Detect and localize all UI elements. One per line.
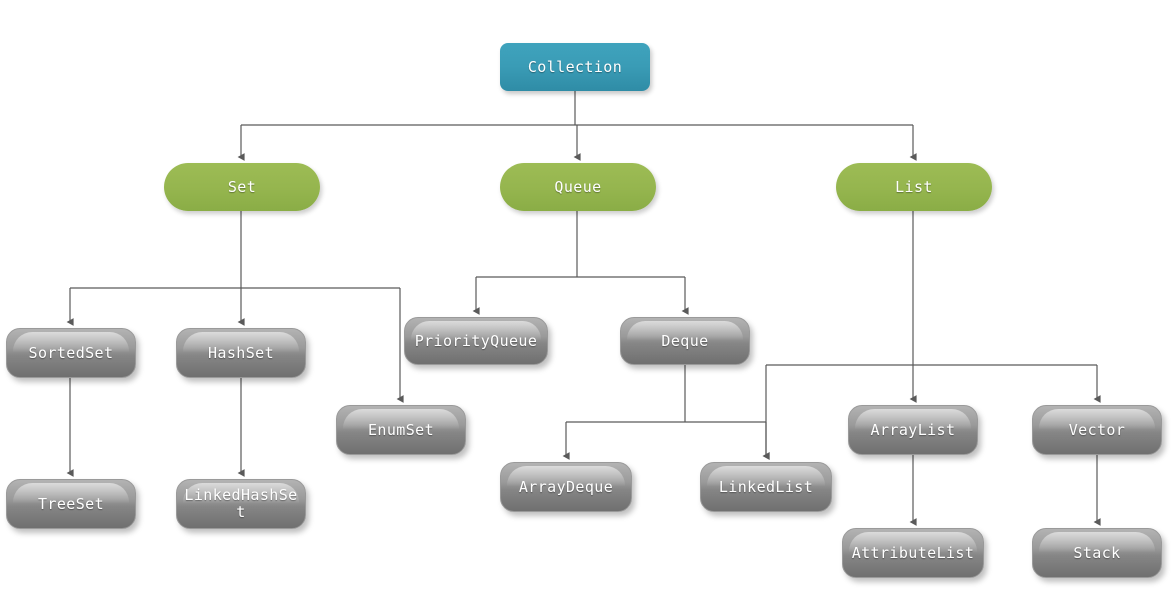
node-label-stack: Stack xyxy=(1073,543,1121,562)
node-label-priorityqueue: PriorityQueue xyxy=(414,331,538,350)
node-hashset[interactable]: HashSet xyxy=(176,328,306,378)
node-label-collection: Collection xyxy=(527,57,623,76)
node-list[interactable]: List xyxy=(836,163,992,211)
node-label-arraylist: ArrayList xyxy=(870,420,956,439)
node-sortedset[interactable]: SortedSet xyxy=(6,328,136,378)
node-priorityqueue[interactable]: PriorityQueue xyxy=(404,317,548,365)
node-vector[interactable]: Vector xyxy=(1032,405,1162,455)
node-label-list: List xyxy=(895,177,933,196)
node-attributelist[interactable]: AttributeList xyxy=(842,528,984,578)
node-treeset[interactable]: TreeSet xyxy=(6,479,136,529)
node-arraylist[interactable]: ArrayList xyxy=(848,405,978,455)
node-enumset[interactable]: EnumSet xyxy=(336,405,466,455)
node-label-sortedset: SortedSet xyxy=(28,343,114,362)
node-label-vector: Vector xyxy=(1068,420,1126,439)
node-linkedhashset[interactable]: LinkedHashSet xyxy=(176,479,306,529)
node-label-linkedlist: LinkedList xyxy=(718,477,814,496)
node-label-hashset: HashSet xyxy=(207,343,274,362)
node-label-attributelist: AttributeList xyxy=(851,543,975,562)
node-deque[interactable]: Deque xyxy=(620,317,750,365)
node-label-queue: Queue xyxy=(554,177,602,196)
node-label-set: Set xyxy=(227,177,257,196)
node-label-enumset: EnumSet xyxy=(367,420,434,439)
node-label-treeset: TreeSet xyxy=(37,494,104,513)
node-label-arraydeque: ArrayDeque xyxy=(518,477,614,496)
node-collection[interactable]: Collection xyxy=(500,43,650,91)
node-set[interactable]: Set xyxy=(164,163,320,211)
connector-paths xyxy=(66,91,1101,526)
node-linkedlist[interactable]: LinkedList xyxy=(700,462,832,512)
node-stack[interactable]: Stack xyxy=(1032,528,1162,578)
node-label-linkedhashset: LinkedHashSet xyxy=(184,486,298,521)
node-arraydeque[interactable]: ArrayDeque xyxy=(500,462,632,512)
node-label-deque: Deque xyxy=(661,331,709,350)
node-queue[interactable]: Queue xyxy=(500,163,656,211)
